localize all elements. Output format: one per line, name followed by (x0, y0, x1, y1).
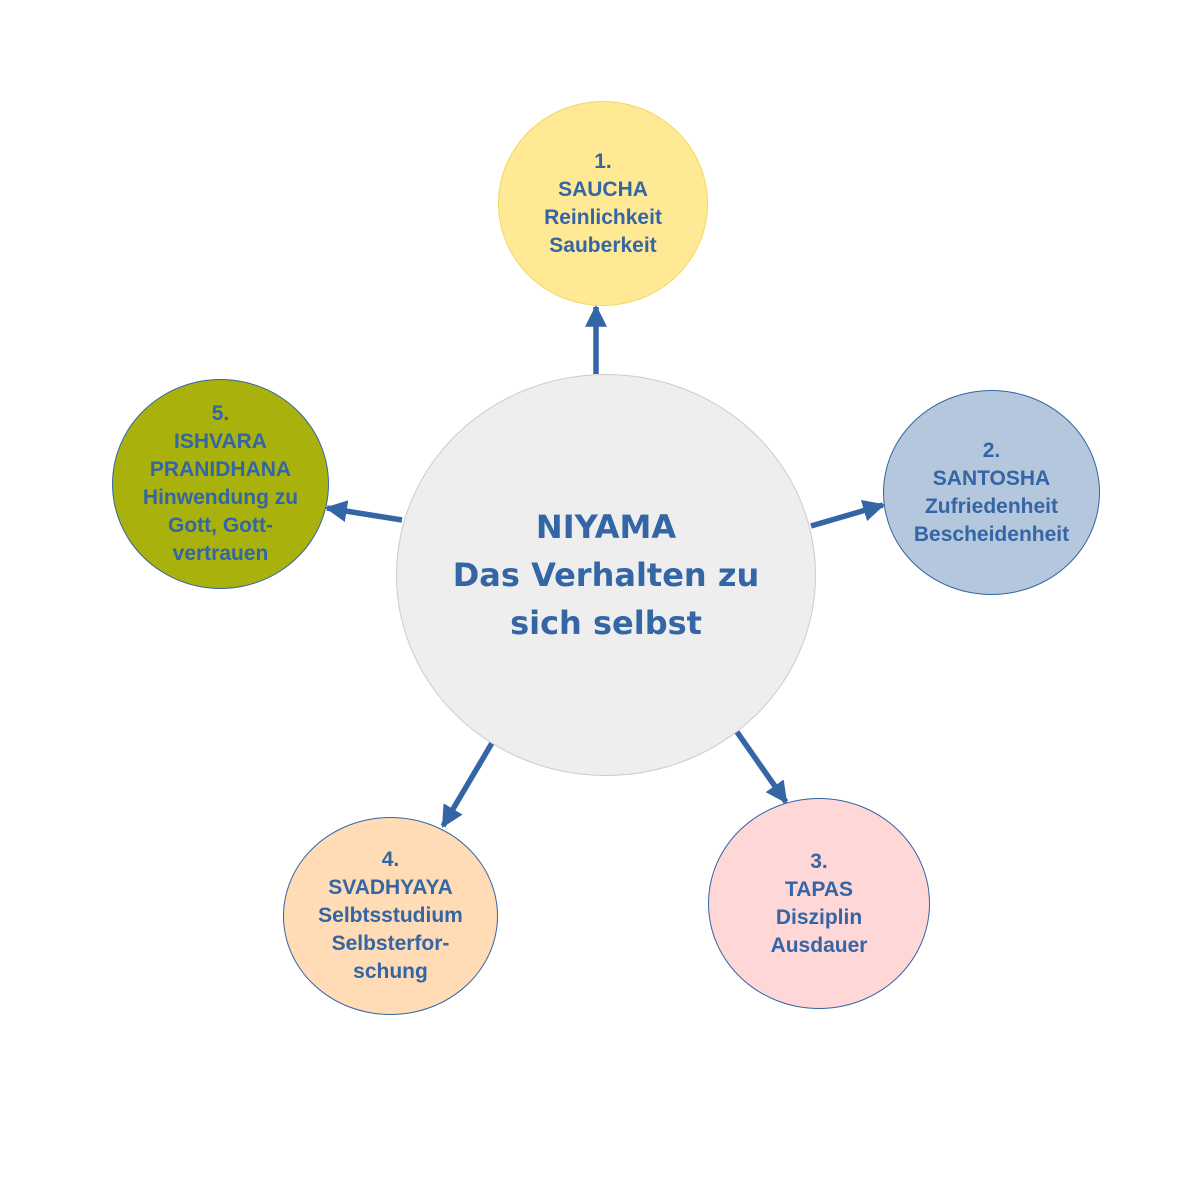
node-ishvara-desc3: vertrauen (172, 542, 269, 565)
node-santosha: 2. SANTOSHA Zufriedenheit Bescheidenheit (883, 390, 1100, 595)
center-title: NIYAMA (535, 508, 677, 546)
node-ishvara-desc1: Hinwendung zu (142, 486, 299, 509)
node-svadhyaya-number: 4. (381, 848, 400, 871)
node-svadhyaya: 4. SVADHYAYA Selbtsstudium Selbsterfor- … (283, 817, 498, 1015)
node-svadhyaya-desc3: schung (353, 960, 428, 983)
node-ishvara-title2: PRANIDHANA (149, 458, 292, 481)
arrow-to-svadhyaya (440, 741, 495, 828)
center-node-niyama: NIYAMA Das Verhalten zu sich selbst (396, 374, 816, 776)
node-saucha-number: 1. (594, 149, 612, 173)
node-santosha-desc1: Zufriedenheit (924, 494, 1058, 518)
node-svadhyaya-desc1: Selbtsstudium (318, 904, 463, 927)
node-santosha-number: 2. (982, 438, 1001, 462)
node-tapas-desc2: Ausdauer (770, 933, 868, 957)
node-ishvara-desc2: Gott, Gott- (168, 514, 273, 537)
node-svadhyaya-desc2: Selbsterfor- (331, 932, 450, 955)
center-subtitle-line1: Das Verhalten zu (452, 556, 760, 594)
arrow-to-ishvara-pranidhana (324, 500, 403, 523)
node-saucha-desc2: Sauberkeit (549, 233, 657, 257)
node-santosha-desc2: Bescheidenheit (913, 522, 1070, 546)
node-ishvara-number: 5. (211, 402, 230, 425)
node-santosha-title: SANTOSHA (932, 466, 1051, 490)
node-ishvara-pranidhana: 5. ISHVARA PRANIDHANA Hinwendung zu Gott… (112, 379, 329, 589)
arrow-to-tapas (734, 730, 789, 804)
node-tapas-number: 3. (810, 849, 828, 873)
node-saucha-title: SAUCHA (558, 177, 648, 201)
node-svadhyaya-title: SVADHYAYA (328, 876, 453, 899)
node-saucha-desc1: Reinlichkeit (544, 205, 662, 229)
node-tapas-title: TAPAS (784, 877, 854, 901)
node-saucha: 1. SAUCHA Reinlichkeit Sauberkeit (498, 101, 708, 306)
node-tapas-desc1: Disziplin (775, 905, 863, 929)
arrow-to-santosha (810, 499, 886, 529)
center-subtitle-line2: sich selbst (510, 604, 702, 642)
node-tapas: 3. TAPAS Disziplin Ausdauer (708, 798, 930, 1009)
node-ishvara-title1: ISHVARA (174, 430, 267, 453)
